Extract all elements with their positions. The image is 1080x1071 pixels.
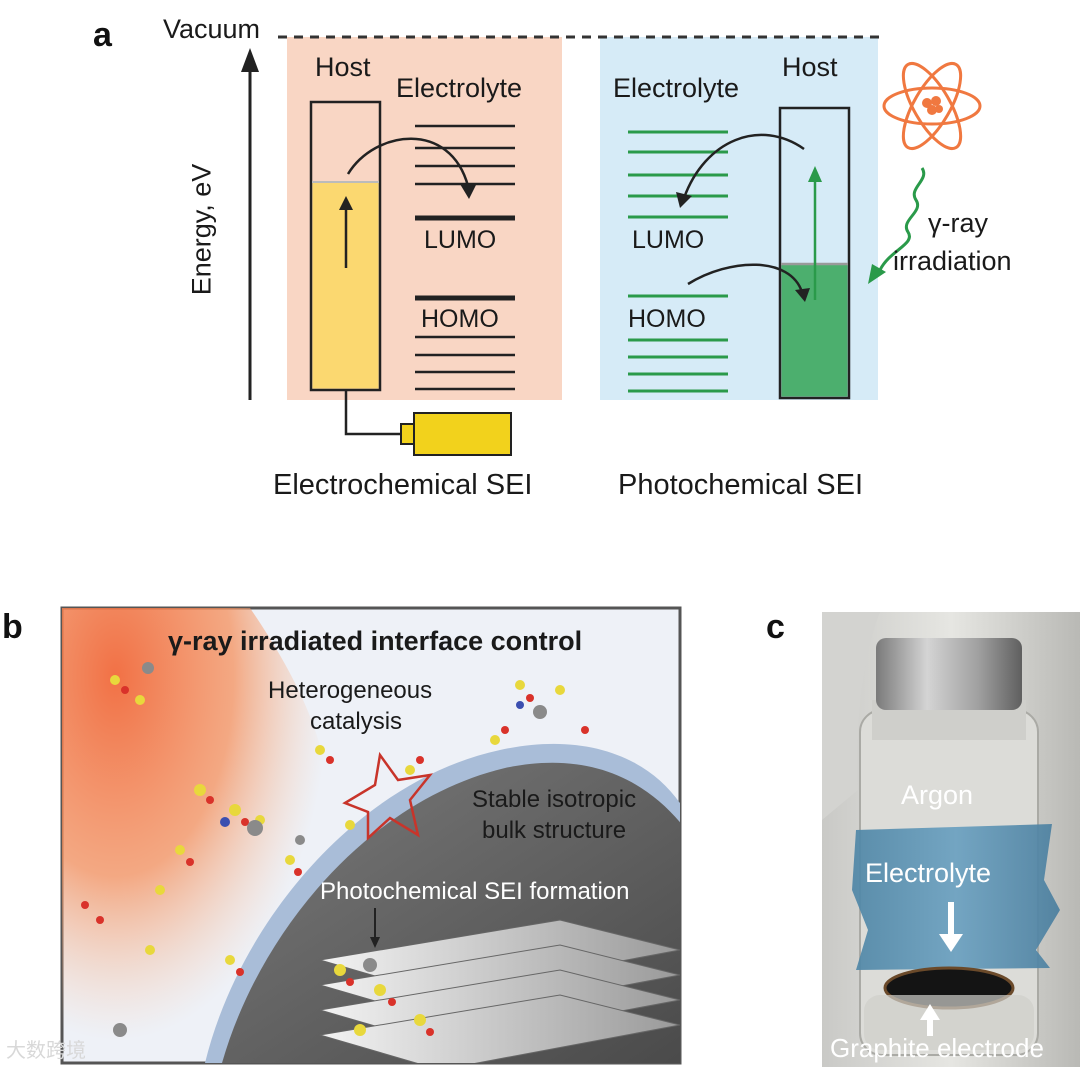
- panel-a-letter: a: [93, 16, 112, 54]
- left-electron-arrowhead: [460, 184, 476, 199]
- sei-formation-pointer-head: [370, 937, 380, 948]
- graphite-electrode-label: Graphite electrode: [830, 1033, 1044, 1063]
- right-lumo-label: LUMO: [632, 226, 705, 254]
- battery-terminal: [400, 423, 416, 445]
- right-lower-transfer-arrow: [687, 263, 804, 293]
- photochemical-sei-caption: Photochemical SEI: [618, 469, 864, 501]
- panel-b-letter: b: [2, 608, 23, 646]
- left-lumo-label: LUMO: [424, 226, 497, 254]
- gamma-ray-wave: [878, 167, 926, 271]
- panel-b-title: γ-ray irradiated interface control: [168, 626, 583, 656]
- right-host-up-arrowhead: [808, 166, 822, 182]
- gamma-ray-label-line1: γ-ray: [928, 208, 988, 238]
- panel-c-letter: c: [766, 608, 785, 646]
- bulk-label-line2: bulk structure: [482, 817, 627, 844]
- catalysis-label-line2: catalysis: [310, 708, 403, 735]
- electrolyte-molecules: [81, 662, 589, 1037]
- electrochemical-sei-caption: Electrochemical SEI: [273, 469, 533, 501]
- panel-a: a Vacuum Energy, eV Host Electrolyte LUM…: [0, 0, 1080, 520]
- argon-label: Argon: [901, 780, 974, 810]
- panel-a-diagram: [241, 35, 982, 456]
- vial-photo: [822, 612, 1080, 1067]
- vacuum-label: Vacuum: [163, 14, 261, 44]
- left-homo-label: HOMO: [421, 305, 499, 333]
- vial-base: [864, 995, 1034, 1050]
- sei-formation-label: Photochemical SEI formation: [320, 878, 630, 905]
- atom-icon: [882, 61, 982, 151]
- left-electrolyte-levels: [415, 124, 515, 391]
- electrolyte-arrowhead: [939, 934, 963, 952]
- watermark: 大数跨境: [6, 1038, 86, 1062]
- left-electrolyte-label: Electrolyte: [396, 73, 523, 103]
- catalysis-label-line1: Heterogeneous: [268, 677, 433, 704]
- glove-fingers: [822, 612, 880, 820]
- left-host-label: Host: [315, 52, 371, 82]
- vial-cap: [876, 638, 1022, 710]
- gamma-ray-label-line2: irradiation: [893, 246, 1012, 276]
- right-electrolyte-label: Electrolyte: [613, 73, 740, 103]
- electrode-arrowhead: [920, 1004, 940, 1020]
- panel-b: b γ-ray irradiated interface control Het…: [0, 590, 700, 1071]
- right-electrolyte-levels: [628, 130, 728, 393]
- energy-axis-arrowhead: [241, 48, 259, 72]
- right-upper-arrowhead: [676, 192, 692, 208]
- graphene-layers: [319, 919, 680, 1063]
- energy-axis-label: Energy, eV: [186, 163, 217, 296]
- left-host-up-arrowhead: [339, 196, 353, 210]
- right-upper-transfer-arrow: [682, 133, 805, 199]
- blue-tape: [852, 824, 1060, 970]
- battery-body: [413, 412, 512, 456]
- bulk-label-line1: Stable isotropic: [472, 786, 637, 813]
- electrolyte-label: Electrolyte: [865, 858, 992, 888]
- right-homo-label: HOMO: [628, 305, 706, 333]
- panel-b-illustration: [60, 606, 682, 1065]
- gamma-ray-arrowhead: [868, 264, 886, 284]
- panel-c: c Argon Electrolyte Graphite electrode: [760, 590, 1080, 1071]
- left-electron-transfer-arrow: [346, 137, 470, 187]
- battery-wire: [344, 390, 402, 436]
- catalysis-star: [342, 751, 433, 841]
- right-lower-arrowhead: [795, 288, 810, 302]
- right-host-label: Host: [782, 52, 838, 82]
